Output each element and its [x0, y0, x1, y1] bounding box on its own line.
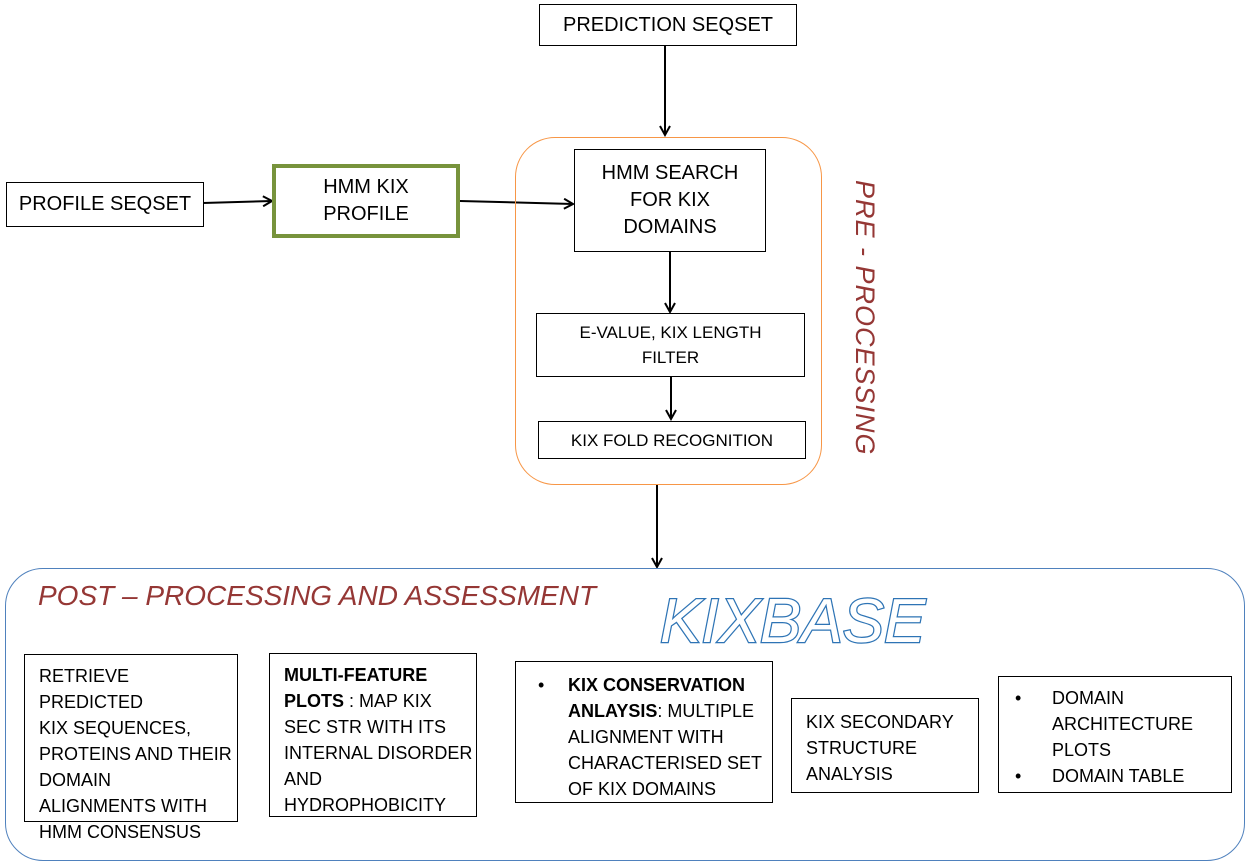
box2-bold-2: PLOTS	[284, 691, 345, 711]
hmm-kix-profile-line-1: HMM KIX	[323, 176, 409, 198]
kixbase-logo: KIXBASE	[659, 586, 927, 658]
box3-bold-1: KIX CONSERVATION	[568, 675, 746, 695]
box5-item2: DOMAIN TABLE	[1052, 766, 1185, 786]
box2-line-2-rest: : MAP KIX	[344, 691, 432, 711]
hmm-search-line-3: DOMAINS	[623, 216, 717, 238]
box4-line-2: STRUCTURE	[806, 738, 917, 758]
box2-line-3: SEC STR WITH ITS	[284, 717, 446, 737]
secondary-structure-box: KIX SECONDARY STRUCTURE ANALYSIS	[791, 698, 979, 793]
arrow-hmm-to-search	[459, 201, 573, 204]
profile-seqset-box: PROFILE SEQSET	[6, 182, 204, 227]
evalue-filter-box: E-VALUE, KIX LENGTH FILTER	[536, 313, 805, 377]
hmm-search-line-2: FOR KIX	[629, 189, 710, 211]
hmm-search-line-1: HMM SEARCH	[601, 162, 739, 184]
box3-line-5: OF KIX DOMAINS	[568, 779, 717, 799]
box2-line-5: AND	[284, 769, 323, 789]
hmm-kix-profile-box: HMM KIX PROFILE	[272, 164, 460, 238]
box2-bold-1: MULTI-FEATURE	[284, 665, 428, 685]
box4-line-1: KIX SECONDARY	[806, 712, 954, 732]
kix-fold-recognition-label: KIX FOLD RECOGNITION	[570, 430, 774, 450]
evalue-filter-line-2: FILTER	[641, 348, 700, 367]
box1-line-1: RETRIEVE PREDICTED	[39, 666, 144, 712]
arrow-profile-seqset-to-hmm	[202, 201, 272, 203]
hmm-kix-profile-line-2: PROFILE	[323, 203, 409, 225]
box5-item1-line-2: ARCHITECTURE	[1052, 714, 1194, 734]
pre-processing-label: PRE - PROCESSING	[850, 180, 880, 456]
pre-processing-container	[515, 137, 822, 485]
kix-conservation-box: KIX CONSERVATION ANLAYSIS: MULTIPLE ALIG…	[515, 661, 773, 803]
kixbase-text: KIXBASE	[660, 587, 926, 656]
box5-item1-line-3: PLOTS	[1052, 740, 1112, 760]
box3-line-3: ALIGNMENT WITH	[568, 727, 724, 747]
box2-line-6: HYDROPHOBICITY	[284, 795, 447, 815]
profile-seqset-label: PROFILE SEQSET	[18, 193, 192, 215]
box1-line-4: DOMAIN	[39, 770, 111, 790]
domain-architecture-box: DOMAIN ARCHITECTURE PLOTS DOMAIN TABLE	[998, 676, 1232, 793]
multi-feature-plots-box: MULTI-FEATURE PLOTS : MAP KIX SEC STR WI…	[269, 653, 477, 817]
retrieve-sequences-box: RETRIEVE PREDICTED KIX SEQUENCES, PROTEI…	[24, 654, 238, 842]
box3-line-4: CHARACTERISED SET	[568, 753, 763, 773]
box5-item1-line-1: DOMAIN	[1052, 688, 1124, 708]
box4-line-3: ANALYSIS	[806, 764, 893, 784]
post-processing-container	[5, 568, 1245, 861]
box3-bold-2: ANLAYSIS	[568, 701, 658, 721]
hmm-search-box: HMM SEARCH FOR KIX DOMAINS	[574, 149, 766, 252]
box1-line-5: ALIGNMENTS WITH	[39, 796, 208, 816]
box2-line-4: INTERNAL DISORDER	[284, 743, 473, 763]
evalue-filter-line-1: E-VALUE, KIX LENGTH	[579, 323, 762, 342]
box1-line-6: HMM CONSENSUS	[39, 822, 202, 842]
box1-line-3: PROTEINS AND THEIR	[39, 744, 232, 764]
box3-line-2-rest: : MULTIPLE	[657, 701, 755, 721]
prediction-seqset-label: PREDICTION SEQSET	[562, 13, 774, 36]
kix-fold-recognition-box: KIX FOLD RECOGNITION	[538, 421, 806, 459]
post-processing-title: POST – PROCESSING AND ASSESSMENT	[38, 580, 597, 611]
box1-line-2: KIX SEQUENCES,	[39, 718, 192, 738]
prediction-seqset-box: PREDICTION SEQSET	[539, 4, 797, 46]
